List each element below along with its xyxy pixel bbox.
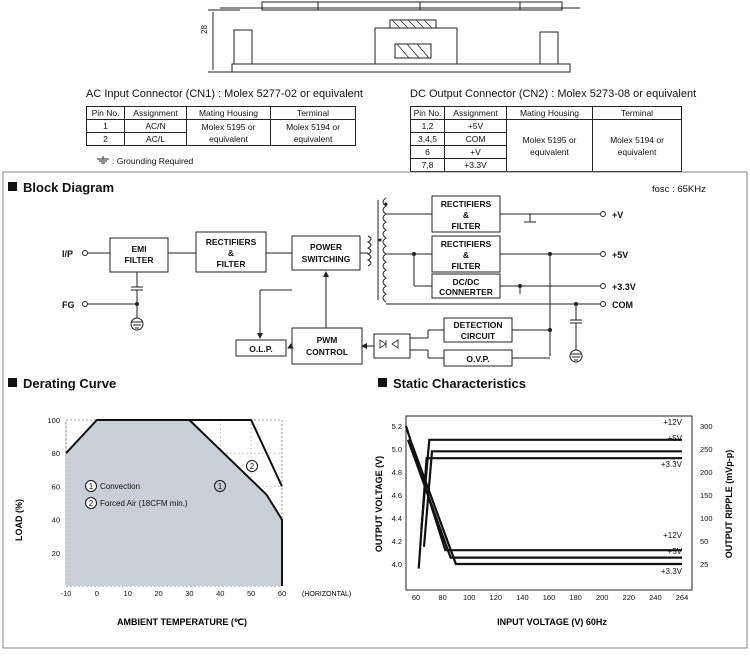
static-x-tick: 140 bbox=[516, 593, 529, 602]
static-left-tick: 4.4 bbox=[392, 514, 402, 523]
static-right-tick: 100 bbox=[700, 514, 713, 523]
ac-connector-title: AC Input Connector (CN1) : Molex 5277-02… bbox=[86, 88, 363, 100]
label-v5: +5V bbox=[668, 434, 683, 443]
static-left-tick: 4.6 bbox=[392, 491, 402, 500]
dc-connector-title: DC Output Connector (CN2) : Molex 5273-0… bbox=[410, 88, 697, 100]
ripple-series-line bbox=[404, 425, 682, 552]
voltage-series-line bbox=[422, 450, 682, 547]
voltage-series-line bbox=[417, 457, 682, 569]
static-right-tick: 150 bbox=[700, 491, 713, 500]
static-left-tick: 4.8 bbox=[392, 468, 402, 477]
static-right-tick: 300 bbox=[700, 422, 713, 431]
static-right-tick: 250 bbox=[700, 445, 713, 454]
dc-terminal-cell: Molex 5194 or equivalent bbox=[592, 119, 682, 172]
static-x-tick: 100 bbox=[463, 593, 476, 602]
dc-connector-table: Pin No. Assignment Mating Housing Termin… bbox=[410, 106, 682, 172]
static-x-tick: 160 bbox=[543, 593, 556, 602]
static-x-tick: 60 bbox=[412, 593, 420, 602]
ripple-series-line bbox=[410, 444, 682, 566]
ac-housing-cell: Molex 5195 or equivalent bbox=[186, 119, 271, 146]
label-r5: +5V bbox=[668, 547, 683, 556]
dc-housing-cell: Molex 5195 or equivalent bbox=[506, 119, 593, 172]
static-x-tick: 180 bbox=[569, 593, 582, 602]
static-ylabel-left: OUTPUT VOLTAGE (V) bbox=[374, 456, 384, 552]
static-right-tick: 50 bbox=[700, 537, 708, 546]
static-xlabel: INPUT VOLTAGE (V) 60Hz bbox=[497, 617, 607, 627]
static-x-tick: 120 bbox=[490, 593, 503, 602]
static-left-tick: 5.0 bbox=[392, 445, 402, 454]
static-x-tick: 200 bbox=[596, 593, 609, 602]
label-v12: +12V bbox=[663, 418, 683, 427]
ac-terminal-cell: Molex 5194 or equivalent bbox=[270, 119, 356, 146]
ground-note: : Grounding Required bbox=[112, 156, 194, 166]
dc-assignment-cell: +3.3V bbox=[444, 158, 507, 172]
static-x-tick: 264 bbox=[676, 593, 689, 602]
static-x-tick: 80 bbox=[438, 593, 446, 602]
static-left-tick: 4.0 bbox=[392, 560, 402, 569]
label-r12: +12V bbox=[663, 531, 683, 540]
static-right-tick: 200 bbox=[700, 468, 713, 477]
voltage-series-line bbox=[420, 438, 682, 530]
static-x-tick: 220 bbox=[623, 593, 636, 602]
ac-connector-table: Pin No. Assignment Mating Housing Termin… bbox=[86, 106, 356, 146]
label-v33: +3.3V bbox=[661, 460, 683, 469]
static-left-tick: 5.2 bbox=[392, 422, 402, 431]
static-left-tick: 4.2 bbox=[392, 537, 402, 546]
static-right-tick: 25 bbox=[700, 560, 708, 569]
static-ylabel-right: OUTPUT RIPPLE (mVp-p) bbox=[724, 450, 734, 559]
static-x-tick: 240 bbox=[649, 593, 662, 602]
label-r33: +3.3V bbox=[661, 567, 683, 576]
ac-assignment-cell: AC/L bbox=[124, 132, 187, 146]
